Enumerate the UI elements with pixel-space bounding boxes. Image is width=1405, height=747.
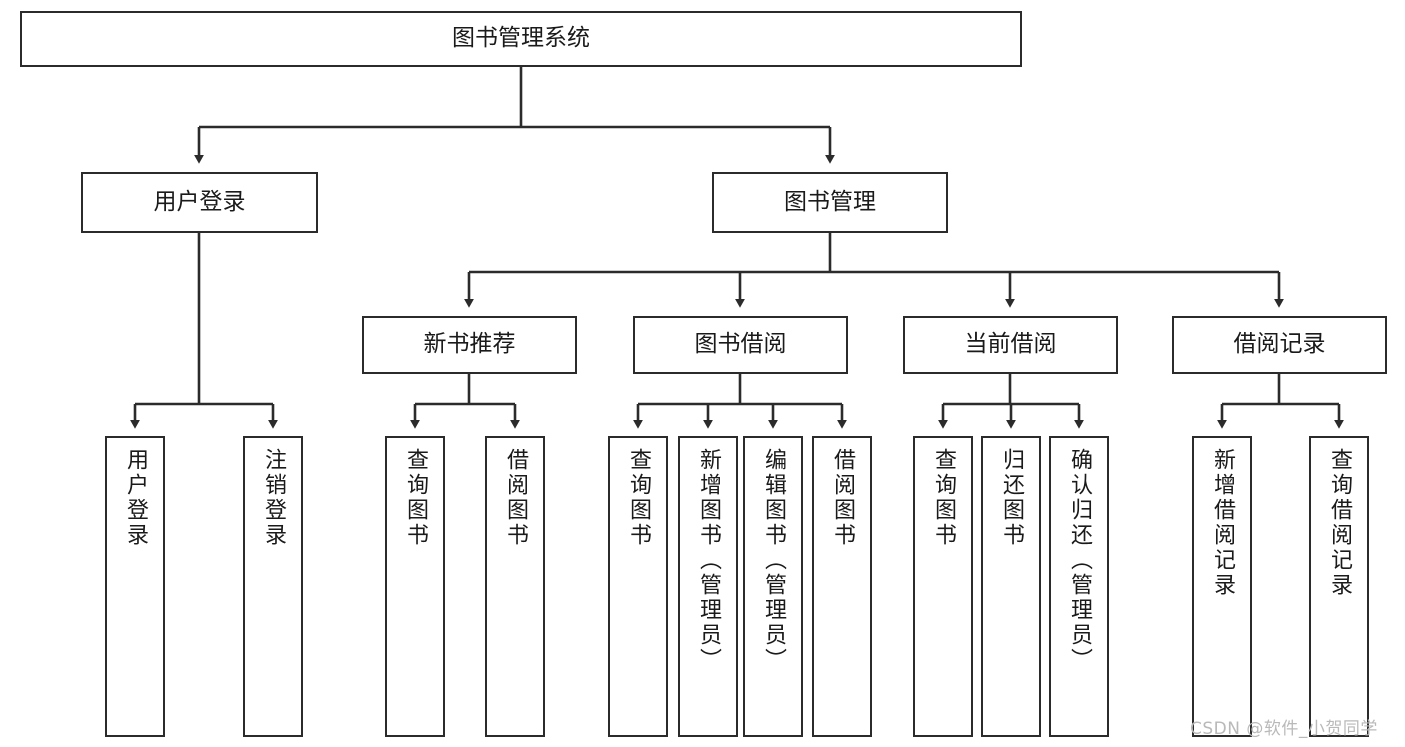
leaf-edit-book-admin[interactable]: 编辑图书（管理员） [743, 436, 803, 737]
leaf-return-book[interactable]: 归还图书 [981, 436, 1041, 737]
node-label: 用户登录 [123, 448, 148, 548]
node-label: 查询图书 [403, 448, 428, 548]
leaf-query-borrow-record[interactable]: 查询借阅记录 [1309, 436, 1369, 737]
watermark-text: CSDN @软件_小贺同学 [1190, 719, 1378, 739]
node-label: 借阅图书 [503, 448, 528, 548]
node-current-borrow[interactable]: 当前借阅 [903, 316, 1118, 374]
node-root-system[interactable]: 图书管理系统 [20, 11, 1022, 67]
node-label: 注销登录 [261, 448, 286, 548]
node-label: 查询借阅记录 [1327, 448, 1352, 598]
node-label: 新书推荐 [423, 331, 516, 358]
leaf-borrow-book[interactable]: 借阅图书 [812, 436, 872, 737]
node-label: 查询图书 [931, 448, 956, 548]
node-label: 归还图书 [999, 448, 1024, 548]
node-new-book-recommend[interactable]: 新书推荐 [362, 316, 577, 374]
node-label: 新增借阅记录 [1210, 448, 1235, 598]
node-user-login[interactable]: 用户登录 [81, 172, 318, 233]
node-label: 用户登录 [153, 188, 246, 215]
node-borrow-record[interactable]: 借阅记录 [1172, 316, 1387, 374]
node-label: 图书管理 [784, 188, 876, 215]
node-label: 当前借阅 [964, 331, 1057, 358]
leaf-query-book-newbook[interactable]: 查询图书 [385, 436, 445, 737]
node-label: 查询图书 [626, 448, 651, 548]
leaf-query-book-borrow[interactable]: 查询图书 [608, 436, 668, 737]
leaf-add-borrow-record[interactable]: 新增借阅记录 [1192, 436, 1252, 737]
leaf-add-book-admin[interactable]: 新增图书（管理员） [678, 436, 738, 737]
node-label: 确认归还（管理员） [1067, 448, 1092, 673]
node-label: 新增图书（管理员） [696, 448, 721, 673]
node-label: 借阅图书 [830, 448, 855, 548]
node-label: 图书管理系统 [452, 25, 590, 52]
leaf-user-login[interactable]: 用户登录 [105, 436, 165, 737]
node-book-management[interactable]: 图书管理 [712, 172, 948, 233]
node-book-borrow[interactable]: 图书借阅 [633, 316, 848, 374]
leaf-logout[interactable]: 注销登录 [243, 436, 303, 737]
node-label: 编辑图书（管理员） [761, 448, 786, 673]
node-label: 借阅记录 [1233, 331, 1326, 358]
leaf-query-book-current[interactable]: 查询图书 [913, 436, 973, 737]
leaf-borrow-book-newbook[interactable]: 借阅图书 [485, 436, 545, 737]
leaf-confirm-return-admin[interactable]: 确认归还（管理员） [1049, 436, 1109, 737]
node-label: 图书借阅 [694, 331, 787, 358]
